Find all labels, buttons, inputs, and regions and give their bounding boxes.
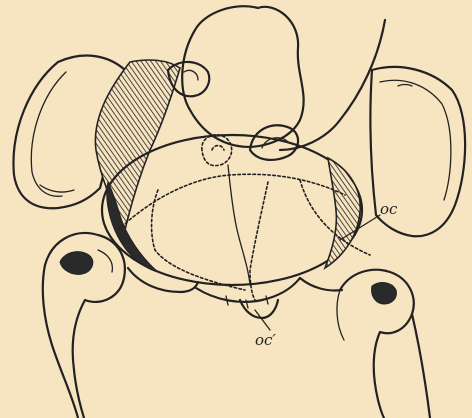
right-femur [337,270,430,418]
ear-dotted-inner [212,146,224,151]
leader-oc-prime [255,310,270,330]
left-femur [43,233,125,418]
right-brim-hatching [325,158,360,268]
pubic-symphysis [228,165,250,285]
label-oc-prime: oc′ [255,331,276,349]
right-ischium [300,278,342,291]
label-oc: oc [380,200,398,218]
fetal-back-outline [280,20,385,150]
